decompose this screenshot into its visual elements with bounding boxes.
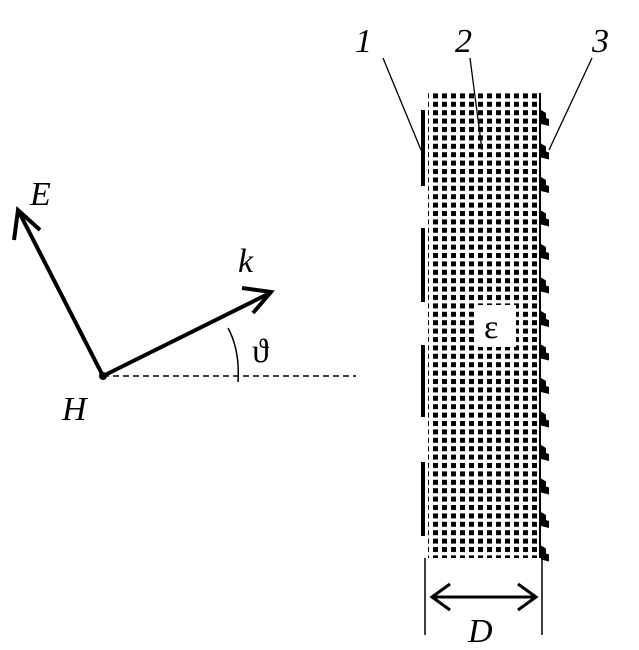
leader-2 (469, 57, 483, 151)
grating-tooth (541, 110, 549, 126)
label-3: 3 (591, 23, 609, 60)
k-vector (102, 291, 271, 378)
grating-tooth (541, 244, 549, 260)
right-tooth-grating (541, 110, 549, 562)
e-arrowhead-icon (12, 205, 42, 241)
grating-tooth (541, 344, 549, 361)
label-h: H (61, 391, 89, 428)
h-point (99, 372, 107, 380)
grating-tooth (541, 378, 549, 394)
leader-1 (382, 57, 422, 151)
dimension-arrowhead-right-icon (517, 582, 539, 612)
grating-tooth (541, 545, 549, 562)
dimension-arrowhead-left-icon (429, 582, 451, 612)
label-epsilon: ε (484, 309, 498, 346)
e-vector (17, 211, 105, 377)
slab: ε 1 2 3 D (355, 23, 609, 650)
label-d: D (467, 613, 493, 650)
label-2: 2 (455, 23, 472, 60)
left-strip-grating (421, 110, 425, 536)
grating-tooth (541, 512, 549, 528)
grating-tooth (541, 143, 549, 160)
label-k: k (238, 243, 254, 280)
angle-arc (227, 327, 240, 383)
leader-3 (548, 57, 593, 151)
label-e: E (29, 176, 51, 213)
grating-tooth (541, 311, 549, 327)
grating-tooth (541, 411, 549, 428)
wave-vectors: E k H ϑ (12, 176, 356, 428)
epsilon-box (478, 305, 516, 347)
grating-tooth (541, 277, 549, 294)
label-theta: ϑ (252, 333, 269, 370)
grating-tooth (541, 177, 549, 193)
grating-tooth (541, 210, 549, 227)
label-1: 1 (355, 23, 372, 60)
grating-tooth (541, 478, 549, 495)
grating-tooth (541, 445, 549, 461)
k-arrowhead-icon (241, 286, 275, 315)
